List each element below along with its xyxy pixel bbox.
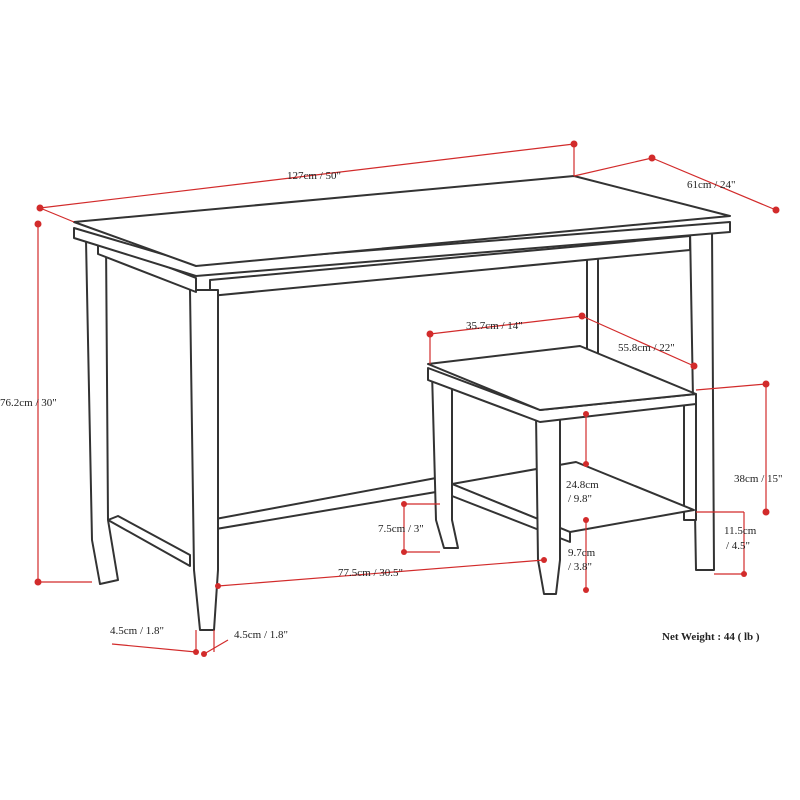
leg-width-right-label: 4.5cm / 1.8"	[234, 629, 288, 641]
bench-inner-label-2: / 9.8"	[568, 493, 592, 505]
bench-back-right-leg	[683, 399, 697, 521]
dimension-lines	[34, 140, 780, 657]
bench	[427, 345, 697, 595]
bench-clearance-label-1: 11.5cm	[724, 525, 757, 537]
bench-front-right-leg	[535, 413, 561, 595]
bench-stretcher-label-1: 9.7cm	[568, 547, 596, 559]
desk-inner-width-label: 77.5cm / 30.5"	[338, 567, 403, 579]
bench-front-left-leg	[431, 371, 459, 549]
dimension-labels: 127cm / 50" 61cm / 24" 76.2cm / 30" 35.7…	[0, 170, 783, 643]
desk-front-right-leg	[189, 289, 219, 631]
bench-height-label: 38cm / 15"	[734, 473, 783, 485]
net-weight-label: Net Weight : 44 ( lb )	[662, 631, 760, 643]
desk-left-stretcher	[107, 515, 191, 567]
desk-stretcher-label: 7.5cm / 3"	[378, 523, 424, 535]
bench-seat-top	[427, 345, 697, 411]
leg-width-left-label: 4.5cm / 1.8"	[110, 625, 164, 637]
desk-width-label: 127cm / 50"	[287, 170, 341, 182]
desk-depth-label: 61cm / 24"	[687, 179, 736, 191]
bench-clearance-label-2: / 4.5"	[726, 540, 750, 552]
desk-height-label: 76.2cm / 30"	[0, 397, 57, 409]
desk	[73, 175, 731, 631]
bench-width-label: 35.7cm / 14"	[466, 320, 523, 332]
bench-depth-label: 55.8cm / 22"	[618, 342, 675, 354]
desk-top-surface	[73, 175, 731, 267]
bench-inner-label-1: 24.8cm	[566, 479, 599, 491]
bench-stretcher-label-2: / 3.8"	[568, 561, 592, 573]
desk-front-left-leg	[85, 239, 119, 585]
